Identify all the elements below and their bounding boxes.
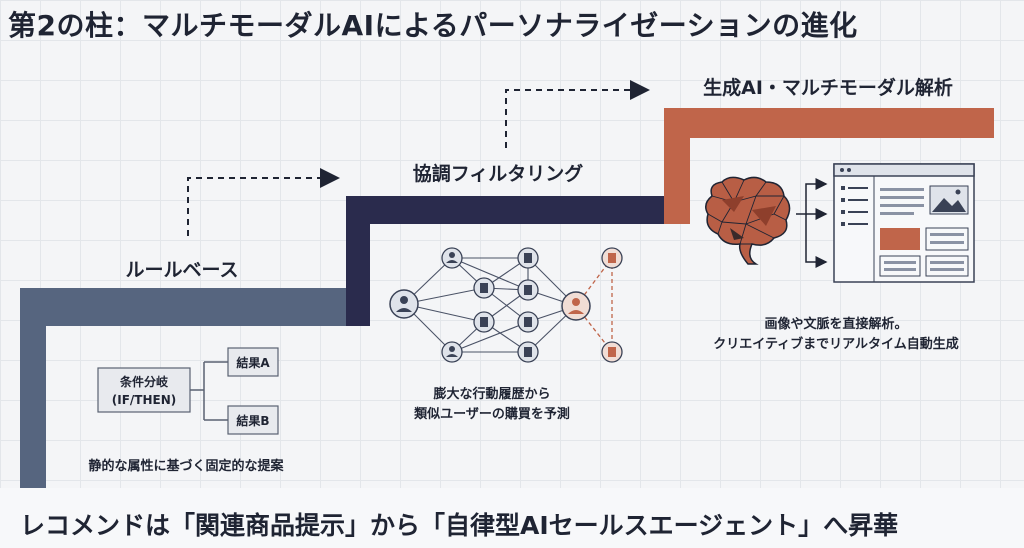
item-node <box>517 341 539 363</box>
user-node <box>441 341 463 363</box>
arrow-to-generative <box>505 80 650 148</box>
caption-collaborative-line2: 類似ユーザーの購買を予測 <box>413 406 570 422</box>
footer-band <box>0 488 1024 548</box>
result-a-label: 結果A <box>236 355 270 370</box>
arrow-to-collaborative <box>187 168 340 236</box>
stage-label-collaborative: 協調フィルタリング <box>413 162 584 185</box>
branch-lines <box>190 361 228 421</box>
result-b-label: 結果B <box>236 413 269 428</box>
page-title: 第2の柱：マルチモーダルAIによるパーソナライゼーションの進化 <box>8 9 858 42</box>
predicted-item-node <box>601 341 623 363</box>
result-a-box <box>227 347 279 377</box>
caption-generative-line2: クリエイティブまでリアルタイム自動生成 <box>713 336 959 352</box>
progress-arrows <box>187 80 650 236</box>
caption-collaborative-line1: 膨大な行動履歴から <box>432 386 550 402</box>
predicted-item-node <box>601 247 623 269</box>
stage-label-rule-based: ルールベース <box>125 259 238 281</box>
item-node <box>517 279 539 301</box>
user-network <box>389 247 623 363</box>
brain-icon <box>705 176 791 265</box>
item-node <box>517 311 539 333</box>
stage-label-generative: 生成AI・マルチモーダル解析 <box>703 76 953 99</box>
condition-box <box>97 367 191 413</box>
decision-tree: 条件分岐 (IF/THEN) 結果A 結果B <box>97 347 279 435</box>
step-2-bar <box>346 196 686 326</box>
caption-rule-based: 静的な属性に基づく固定的な提案 <box>88 458 284 474</box>
analysis-arrows <box>796 178 828 268</box>
user-node <box>441 247 463 269</box>
target-user-node <box>561 291 591 321</box>
footer-message: レコメンドは「関連商品提示」から「自律型AIセールスエージェント」へ昇華 <box>20 511 899 540</box>
item-node <box>473 311 495 333</box>
user-node <box>389 289 419 319</box>
network-edges <box>403 257 577 353</box>
condition-label: 条件分岐 <box>119 374 169 389</box>
caption-generative-line1: 画像や文脈を直接解析。 <box>764 316 907 332</box>
generated-ui-icon <box>833 163 975 283</box>
staircase <box>20 108 994 488</box>
step-3-bar <box>664 108 994 224</box>
result-b-box <box>227 405 279 435</box>
item-node <box>517 247 539 269</box>
step-1-bar <box>20 288 368 488</box>
condition-sublabel: (IF/THEN) <box>112 393 176 407</box>
item-node <box>473 277 495 299</box>
